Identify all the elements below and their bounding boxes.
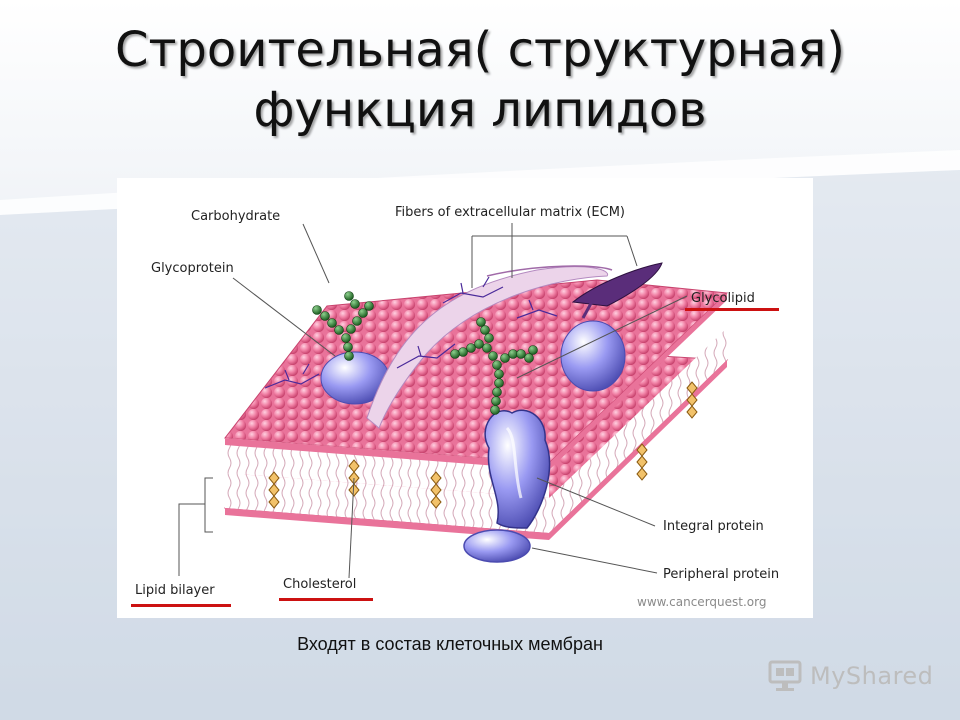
leader-lines [178, 223, 688, 579]
monitor-icon [768, 660, 802, 691]
label-integral-protein: Integral protein [663, 519, 764, 534]
title-line-1: Строительная( структурная) [114, 22, 846, 78]
label-carbohydrate: Carbohydrate [191, 209, 280, 224]
label-glycoprotein: Glycoprotein [151, 261, 234, 276]
slide-caption: Входят в состав клеточных мембран [297, 634, 603, 654]
myshared-logo[interactable]: MyShared [768, 654, 933, 698]
carbohydrate-beads [312, 291, 538, 415]
label-glycolipid: Glycolipid [691, 291, 755, 306]
glycolipid-protein [560, 262, 663, 392]
cholesterol-underline [279, 598, 373, 601]
slide-title: Строительная( структурная) функция липид… [40, 20, 920, 140]
diagram-watermark: www.cancerquest.org [637, 595, 766, 609]
lipid-bilayer-underline [131, 604, 231, 607]
label-ecm-fibers: Fibers of extracellular matrix (ECM) [395, 205, 625, 220]
membrane-diagram: Carbohydrate Fibers of extracellular mat… [117, 178, 813, 618]
glycolipid-underline [685, 308, 779, 311]
label-cholesterol: Cholesterol [283, 577, 356, 592]
membrane-diagram-svg: Carbohydrate Fibers of extracellular mat… [131, 205, 779, 609]
carbohydrate-chains [264, 276, 558, 389]
lipid-bilayer [224, 279, 729, 540]
title-line-2: функция липидов [253, 82, 707, 138]
myshared-logo-text: MyShared [810, 662, 934, 690]
integral-protein [484, 409, 551, 529]
diagram-labels: Carbohydrate Fibers of extracellular mat… [131, 205, 779, 609]
label-peripheral-protein: Peripheral protein [663, 567, 779, 582]
label-lipid-bilayer: Lipid bilayer [135, 583, 215, 598]
peripheral-protein [463, 529, 531, 563]
cholesterol-molecules [268, 381, 698, 509]
ecm-fibers [366, 265, 613, 429]
